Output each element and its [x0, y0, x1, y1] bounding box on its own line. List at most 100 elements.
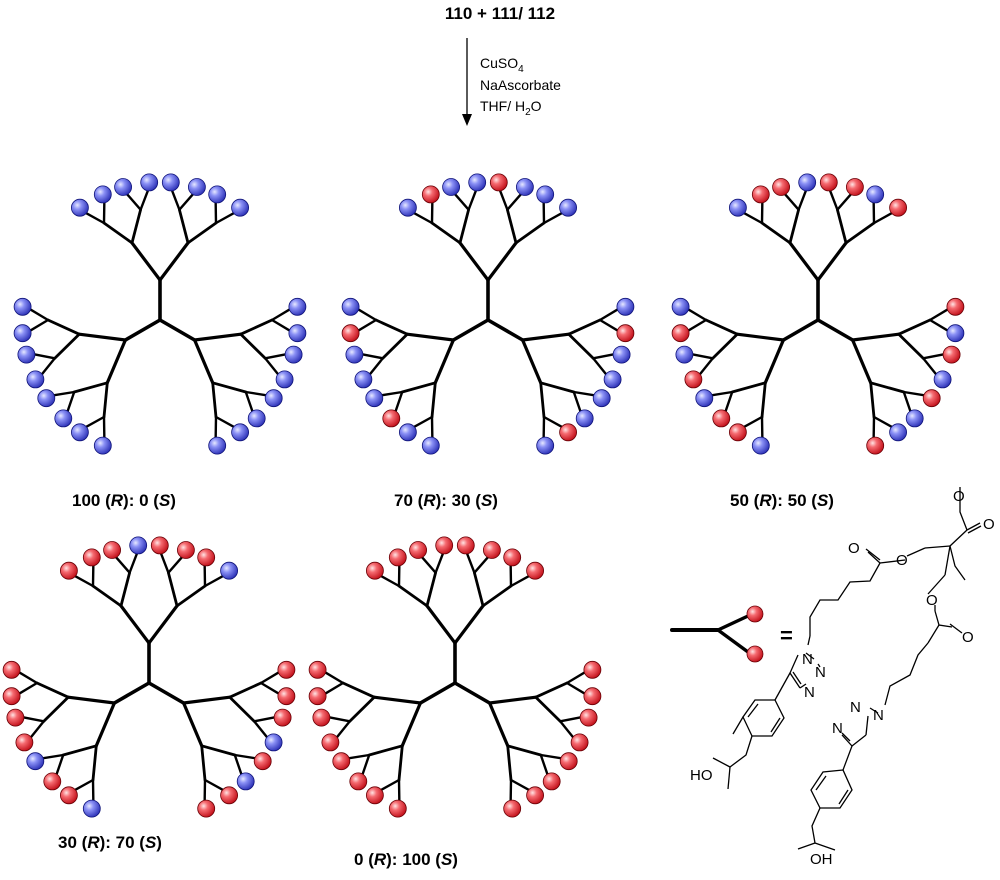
dendron-bond: [77, 332, 128, 342]
reagent-solvent: THF/ H2O: [480, 97, 542, 122]
ratio-s-value: 0: [139, 491, 149, 510]
dendron-bond: [506, 744, 543, 757]
s-sphere-icon: [321, 733, 340, 752]
ratio-label-3: 30 (R): 70 (S): [58, 833, 162, 852]
dendron-bond: [487, 695, 538, 705]
r-sphere-icon: [188, 178, 206, 196]
nitrogen-label: N: [804, 684, 815, 701]
dendron-bond: [400, 701, 423, 748]
r-sphere-icon: [288, 324, 307, 343]
s-sphere-icon: [712, 409, 731, 428]
r-label: R: [759, 491, 772, 510]
ho-label: HO: [690, 767, 713, 784]
s-sphere-icon: [819, 173, 838, 192]
dendron-bond: [381, 332, 409, 360]
oxygen-label: O: [962, 629, 974, 646]
dendron-bond: [192, 338, 215, 385]
s-sphere-icon: [421, 185, 440, 204]
dendron-bond: [181, 701, 204, 748]
s-sphere-icon: [942, 345, 961, 364]
r-sphere-icon: [442, 178, 460, 196]
dendron-bond: [147, 604, 179, 645]
s-label: S: [440, 850, 453, 869]
oxygen-label: O: [953, 488, 965, 505]
s-sphere-icon: [559, 752, 578, 771]
r-sphere-icon: [671, 297, 690, 316]
dendron-unit-legend: [670, 605, 764, 663]
r-sphere-icon: [93, 436, 112, 455]
dendron-bond: [567, 332, 595, 360]
s-sphere-icon: [526, 561, 544, 580]
r-sphere-icon: [468, 173, 487, 192]
dendron-bond: [112, 681, 151, 705]
dendron-bond: [400, 381, 437, 394]
r-sphere-icon: [288, 297, 307, 316]
ratio-r-value: 70: [394, 491, 413, 510]
dendron-bond: [211, 381, 218, 419]
nitrogen-label: N: [873, 707, 884, 724]
r-sphere-icon: [946, 324, 965, 343]
s-sphere-icon: [2, 687, 21, 706]
s-sphere-icon: [60, 561, 78, 580]
dendron-bond: [760, 381, 767, 419]
ratio-s-value: 70: [115, 833, 135, 852]
s-sphere-icon: [366, 561, 384, 580]
dendron-bond: [505, 208, 518, 245]
dendron-bond: [42, 695, 70, 723]
r-sphere-icon: [264, 733, 283, 752]
s-sphere-icon: [889, 198, 907, 217]
ratio-r-value: 0: [354, 850, 364, 869]
s-sphere-icon: [82, 548, 101, 567]
s-sphere-icon: [559, 423, 577, 442]
dendron-bond: [486, 318, 525, 342]
dendron-bond: [760, 221, 792, 245]
r-sphere-icon: [220, 561, 238, 580]
dendron-bond: [453, 604, 485, 645]
dendron-bond: [430, 381, 437, 419]
dendron-bond: [520, 332, 571, 342]
s-sphere-icon: [746, 645, 764, 663]
nitrogen-label: N: [815, 664, 826, 681]
s-sphere-icon: [456, 536, 475, 555]
r-sphere-icon: [354, 370, 373, 389]
dendron-bond: [781, 318, 820, 342]
s-sphere-icon: [922, 389, 941, 408]
dendron-bond: [481, 584, 513, 608]
oxygen-label: O: [983, 516, 995, 533]
dendron-bond: [730, 381, 767, 394]
r-sphere-icon: [399, 423, 417, 442]
dendron-bond: [200, 744, 237, 757]
dendron-bond: [425, 604, 457, 645]
dendron-bond: [453, 681, 492, 705]
reagent-solvent-text: THF/ H: [480, 98, 526, 114]
r-sphere-icon: [208, 185, 227, 204]
r-sphere-icon: [798, 173, 817, 192]
r-sphere-icon: [140, 173, 159, 192]
reactants-label: 110 + 111/ 112: [444, 4, 556, 23]
dendron-bond: [175, 584, 207, 608]
r-sphere-icon: [26, 370, 45, 389]
r-label: R: [423, 491, 436, 510]
dendron-bond: [487, 701, 510, 748]
s-sphere-icon: [483, 541, 501, 559]
r-sphere-icon: [161, 173, 180, 192]
ratio-r-value: 30: [58, 833, 77, 852]
s-sphere-icon: [772, 178, 790, 196]
dendron-bond: [534, 695, 562, 723]
dendron-bond: [869, 381, 876, 419]
dendron-bond: [61, 744, 98, 757]
s-sphere-icon: [583, 660, 602, 679]
r-sphere-icon: [208, 436, 227, 455]
r-sphere-icon: [675, 345, 694, 364]
s-label: S: [480, 491, 493, 510]
dendron-bond: [897, 332, 925, 360]
r-sphere-icon: [284, 345, 303, 364]
dendron-bond: [539, 381, 576, 394]
reagent-solvent-o: O: [530, 98, 542, 114]
dendron-bond: [166, 571, 179, 608]
reagent-naascorbate: NaAscorbate: [480, 77, 561, 93]
s-sphere-icon: [197, 548, 216, 567]
s-sphere-icon: [2, 660, 21, 679]
s-sphere-icon: [15, 733, 34, 752]
s-sphere-icon: [503, 799, 522, 818]
